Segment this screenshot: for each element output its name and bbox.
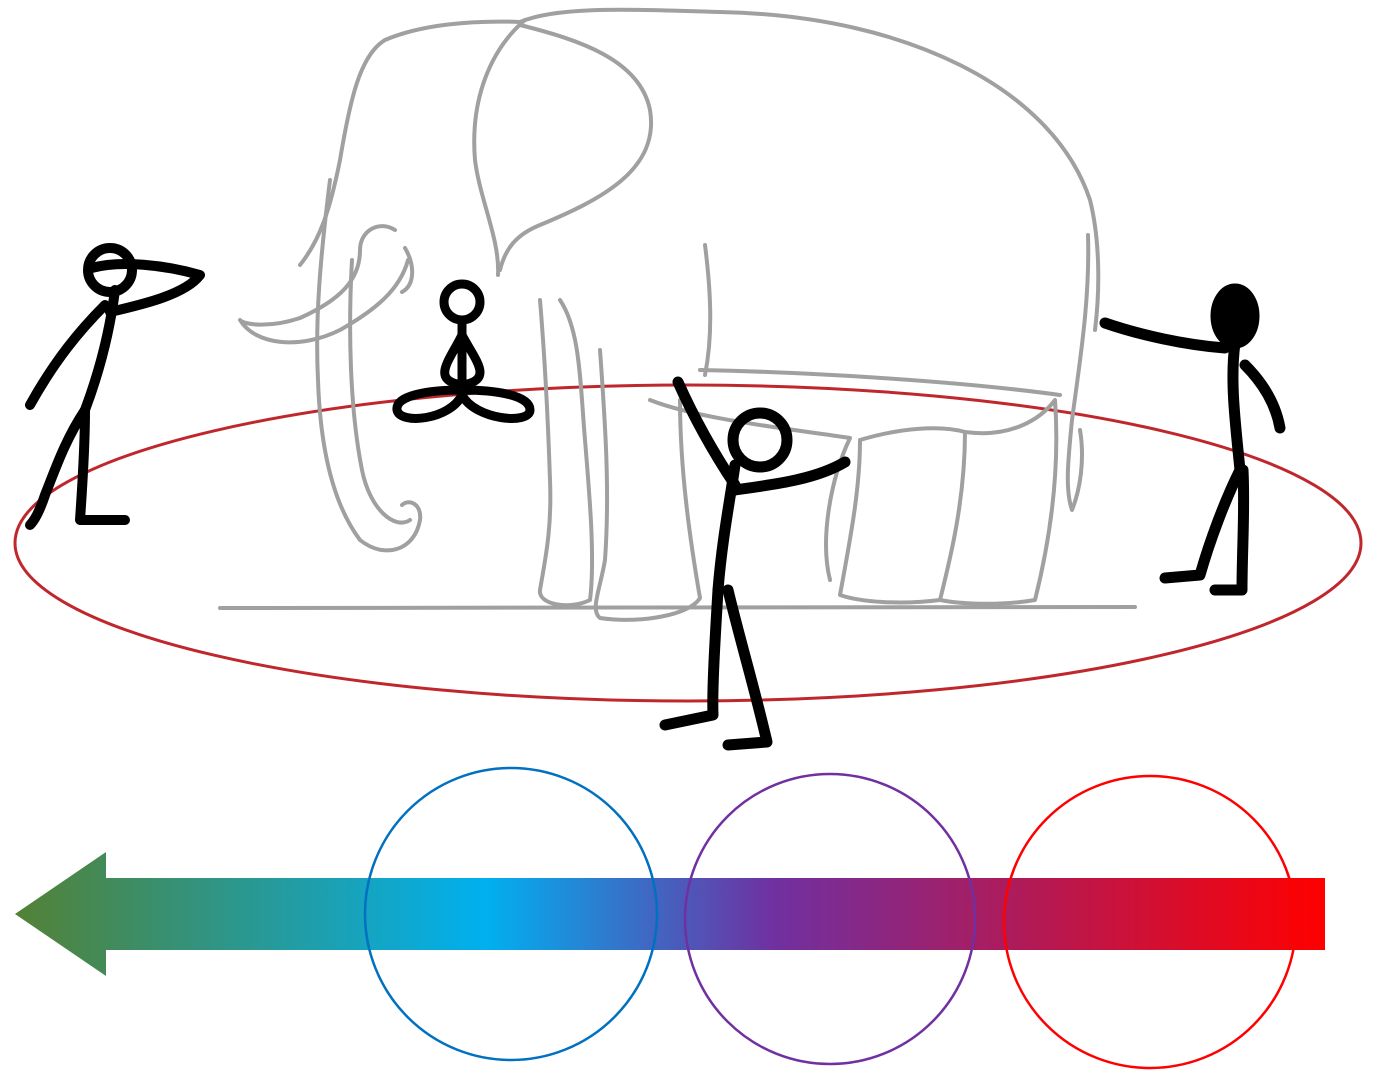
stick-figure-arms-raised-icon	[665, 382, 845, 745]
elephant-tail	[1068, 235, 1088, 510]
elephant-outline-icon	[220, 10, 1135, 620]
ring-ellipse	[15, 385, 1361, 701]
stick-figure-meditating-icon	[397, 284, 530, 418]
elephant-trunk-inner	[350, 260, 410, 523]
elephant-front-leg-1	[540, 300, 592, 605]
elephant-ear	[474, 20, 651, 275]
elephant-ground-line	[220, 607, 1135, 608]
elephant-head	[300, 22, 520, 265]
gradient-arrow-left-icon	[15, 852, 1325, 976]
stick-figure-looking-icon	[30, 248, 200, 525]
elephant-belly-2	[705, 245, 710, 375]
elephant-hind-leg-1	[840, 428, 965, 602]
